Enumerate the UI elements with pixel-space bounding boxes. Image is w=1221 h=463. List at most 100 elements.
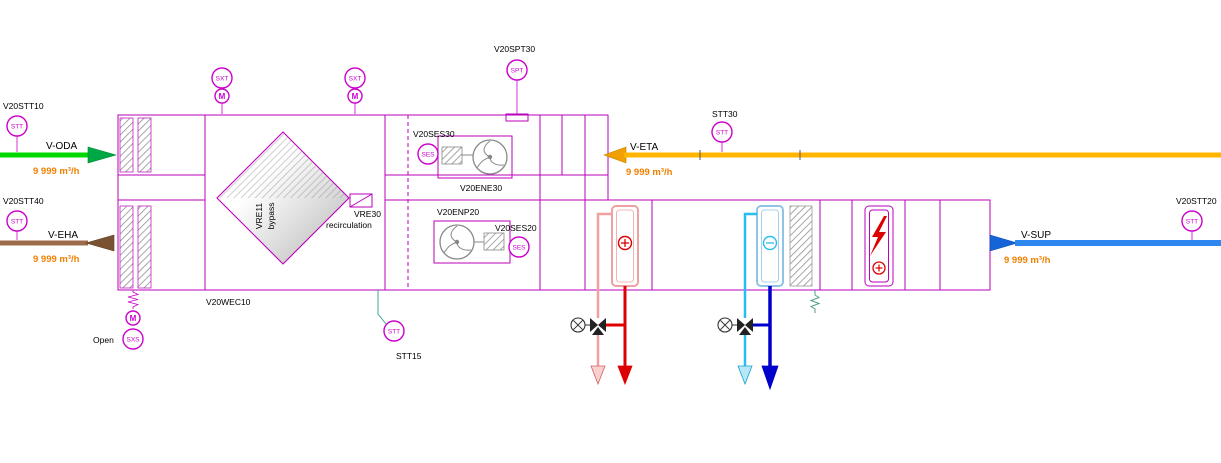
valve-right-tri — [745, 318, 753, 332]
eha-temp-sensor[interactable]: V20STT40 STT — [3, 196, 44, 240]
sxt-circle[interactable] — [211, 67, 233, 89]
sup-temp-sensor[interactable]: V20STT20 STT — [1176, 196, 1217, 240]
heating-return-pipe — [596, 212, 612, 318]
eta-temp-sensor[interactable]: STT30 STT — [711, 109, 738, 152]
eha-flow-arrow — [84, 234, 115, 252]
motor-text: M — [130, 314, 137, 323]
extract-fan-motor — [441, 146, 463, 165]
extract-fan-ses-label: V20SES30 — [413, 129, 455, 139]
valve-bottom-tri — [592, 327, 604, 335]
sup-label: V-SUP — [1021, 230, 1051, 241]
ses-text: SES — [421, 152, 435, 159]
stt-text: STT — [1186, 219, 1198, 226]
stt-text: STT — [716, 130, 728, 137]
sxt-text: SXT — [216, 76, 229, 83]
spt-tag-label: V20SPT30 — [494, 44, 535, 54]
heating-supply-arrow — [617, 365, 633, 386]
cooling-coil-inner — [761, 209, 779, 283]
damper-actuator-2[interactable]: SXT M — [344, 67, 366, 114]
unit-tag-label: V20WEC10 — [206, 297, 251, 307]
cooling-return-arrow — [737, 365, 753, 386]
eta-flow-value: 9 999 m³/h — [626, 167, 673, 178]
stt-text: STT — [11, 219, 23, 226]
valve-left-tri — [590, 318, 598, 332]
oda-filter[interactable] — [137, 117, 152, 173]
eha-stream: V-EHA 9 999 m³/h — [0, 230, 115, 265]
heating-coil[interactable] — [611, 205, 639, 287]
heating-return-arrow — [590, 365, 606, 386]
sensor-leader — [377, 290, 387, 325]
recirc-mode-label: recirculation — [326, 220, 372, 230]
pressure-sensor-spt30[interactable]: V20SPT30 SPT — [494, 44, 535, 122]
eha-prefilter[interactable] — [119, 205, 134, 289]
hx-tag-label: VRE11 — [254, 203, 264, 230]
electric-heater[interactable] — [864, 205, 894, 287]
eta-sensor-tag: STT30 — [712, 109, 738, 119]
damper-actuator-1[interactable]: SXT M — [211, 67, 233, 114]
hx-mode-label: bypass — [266, 203, 276, 230]
cooling-coil[interactable] — [756, 205, 784, 287]
cooling-supply-arrow — [761, 365, 779, 391]
sup-sensor-tag: V20STT20 — [1176, 196, 1217, 206]
spt-duct-tap — [505, 113, 529, 122]
extract-fan-speed-sensor[interactable]: SES — [417, 143, 439, 165]
valve-actuator-cross — [720, 320, 730, 330]
extract-fan-impeller-icon — [472, 139, 508, 175]
oda-stream: V-ODA 9 999 m³/h — [0, 141, 118, 177]
sup-flow-value: 9 999 m³/h — [1004, 255, 1051, 266]
motor-text: M — [352, 92, 359, 101]
motor-text: M — [219, 92, 226, 101]
supply-fan-impeller-icon — [439, 224, 475, 260]
motor-circle[interactable] — [125, 310, 141, 326]
ses-text: SES — [512, 245, 526, 252]
stt-text: STT — [11, 124, 23, 131]
sxt-circle[interactable] — [344, 67, 366, 89]
cooling-hydronics — [717, 212, 779, 391]
electric-heater-inner — [869, 209, 889, 283]
oda-temp-sensor[interactable]: V20STT10 STT — [3, 101, 44, 152]
stt-text: STT — [388, 329, 400, 336]
drain-siphon-icon — [809, 290, 821, 313]
heating-three-way-valve[interactable] — [570, 317, 606, 335]
stt15-temp-sensor[interactable]: STT STT15 — [377, 290, 422, 361]
stt-circle[interactable] — [383, 320, 405, 342]
extract-fan-label: V20ENE30 — [460, 183, 502, 193]
eta-label: V-ETA — [630, 142, 658, 153]
sxs-circle[interactable] — [122, 328, 144, 350]
damper-spring-icon — [127, 290, 140, 309]
electric-heater-body[interactable] — [864, 205, 894, 287]
recirc-damper-box[interactable] — [349, 193, 373, 208]
hx-plates-hatch — [217, 132, 349, 198]
eta-flow-arrow — [603, 146, 627, 164]
ses-circle[interactable] — [417, 143, 439, 165]
supply-filter[interactable] — [789, 205, 813, 287]
ahu-casing-outline — [117, 114, 991, 291]
recirculation-damper[interactable]: VRE30 recirculation — [326, 193, 381, 230]
outdoor-damper-actuator[interactable]: M SXS Open — [93, 290, 144, 350]
sxs-text: SXS — [126, 337, 140, 344]
recirc-tag-label: VRE30 — [354, 209, 381, 219]
cooling-three-way-valve[interactable] — [717, 317, 753, 335]
valve-actuator-cross — [573, 320, 583, 330]
supply-fan-speed-sensor[interactable]: SES — [508, 236, 530, 258]
sup-flow-arrow — [989, 234, 1019, 252]
heat-exchanger[interactable]: VRE11 bypass — [216, 131, 350, 265]
cooling-return-pipe — [743, 212, 757, 318]
ses-circle[interactable] — [508, 236, 530, 258]
oda-sensor-tag: V20STT10 — [3, 101, 44, 111]
valve-right-tri — [598, 318, 606, 332]
sxt-text: SXT — [349, 76, 362, 83]
spt-text: SPT — [511, 68, 524, 75]
stt15-tag-label: STT15 — [396, 351, 422, 361]
heating-hydronics — [570, 212, 633, 386]
oda-prefilter[interactable] — [119, 117, 134, 173]
supply-fan-ses-label: V20SES20 — [495, 223, 537, 233]
eha-filter[interactable] — [137, 205, 152, 289]
oda-flow-arrow — [87, 146, 118, 164]
eta-stream: V-ETA 9 999 m³/h — [603, 142, 1221, 178]
eha-sensor-tag: V20STT40 — [3, 196, 44, 206]
recirc-damper-blade — [349, 193, 373, 208]
damper-state-label: Open — [93, 335, 114, 345]
valve-bottom-tri — [739, 327, 751, 335]
